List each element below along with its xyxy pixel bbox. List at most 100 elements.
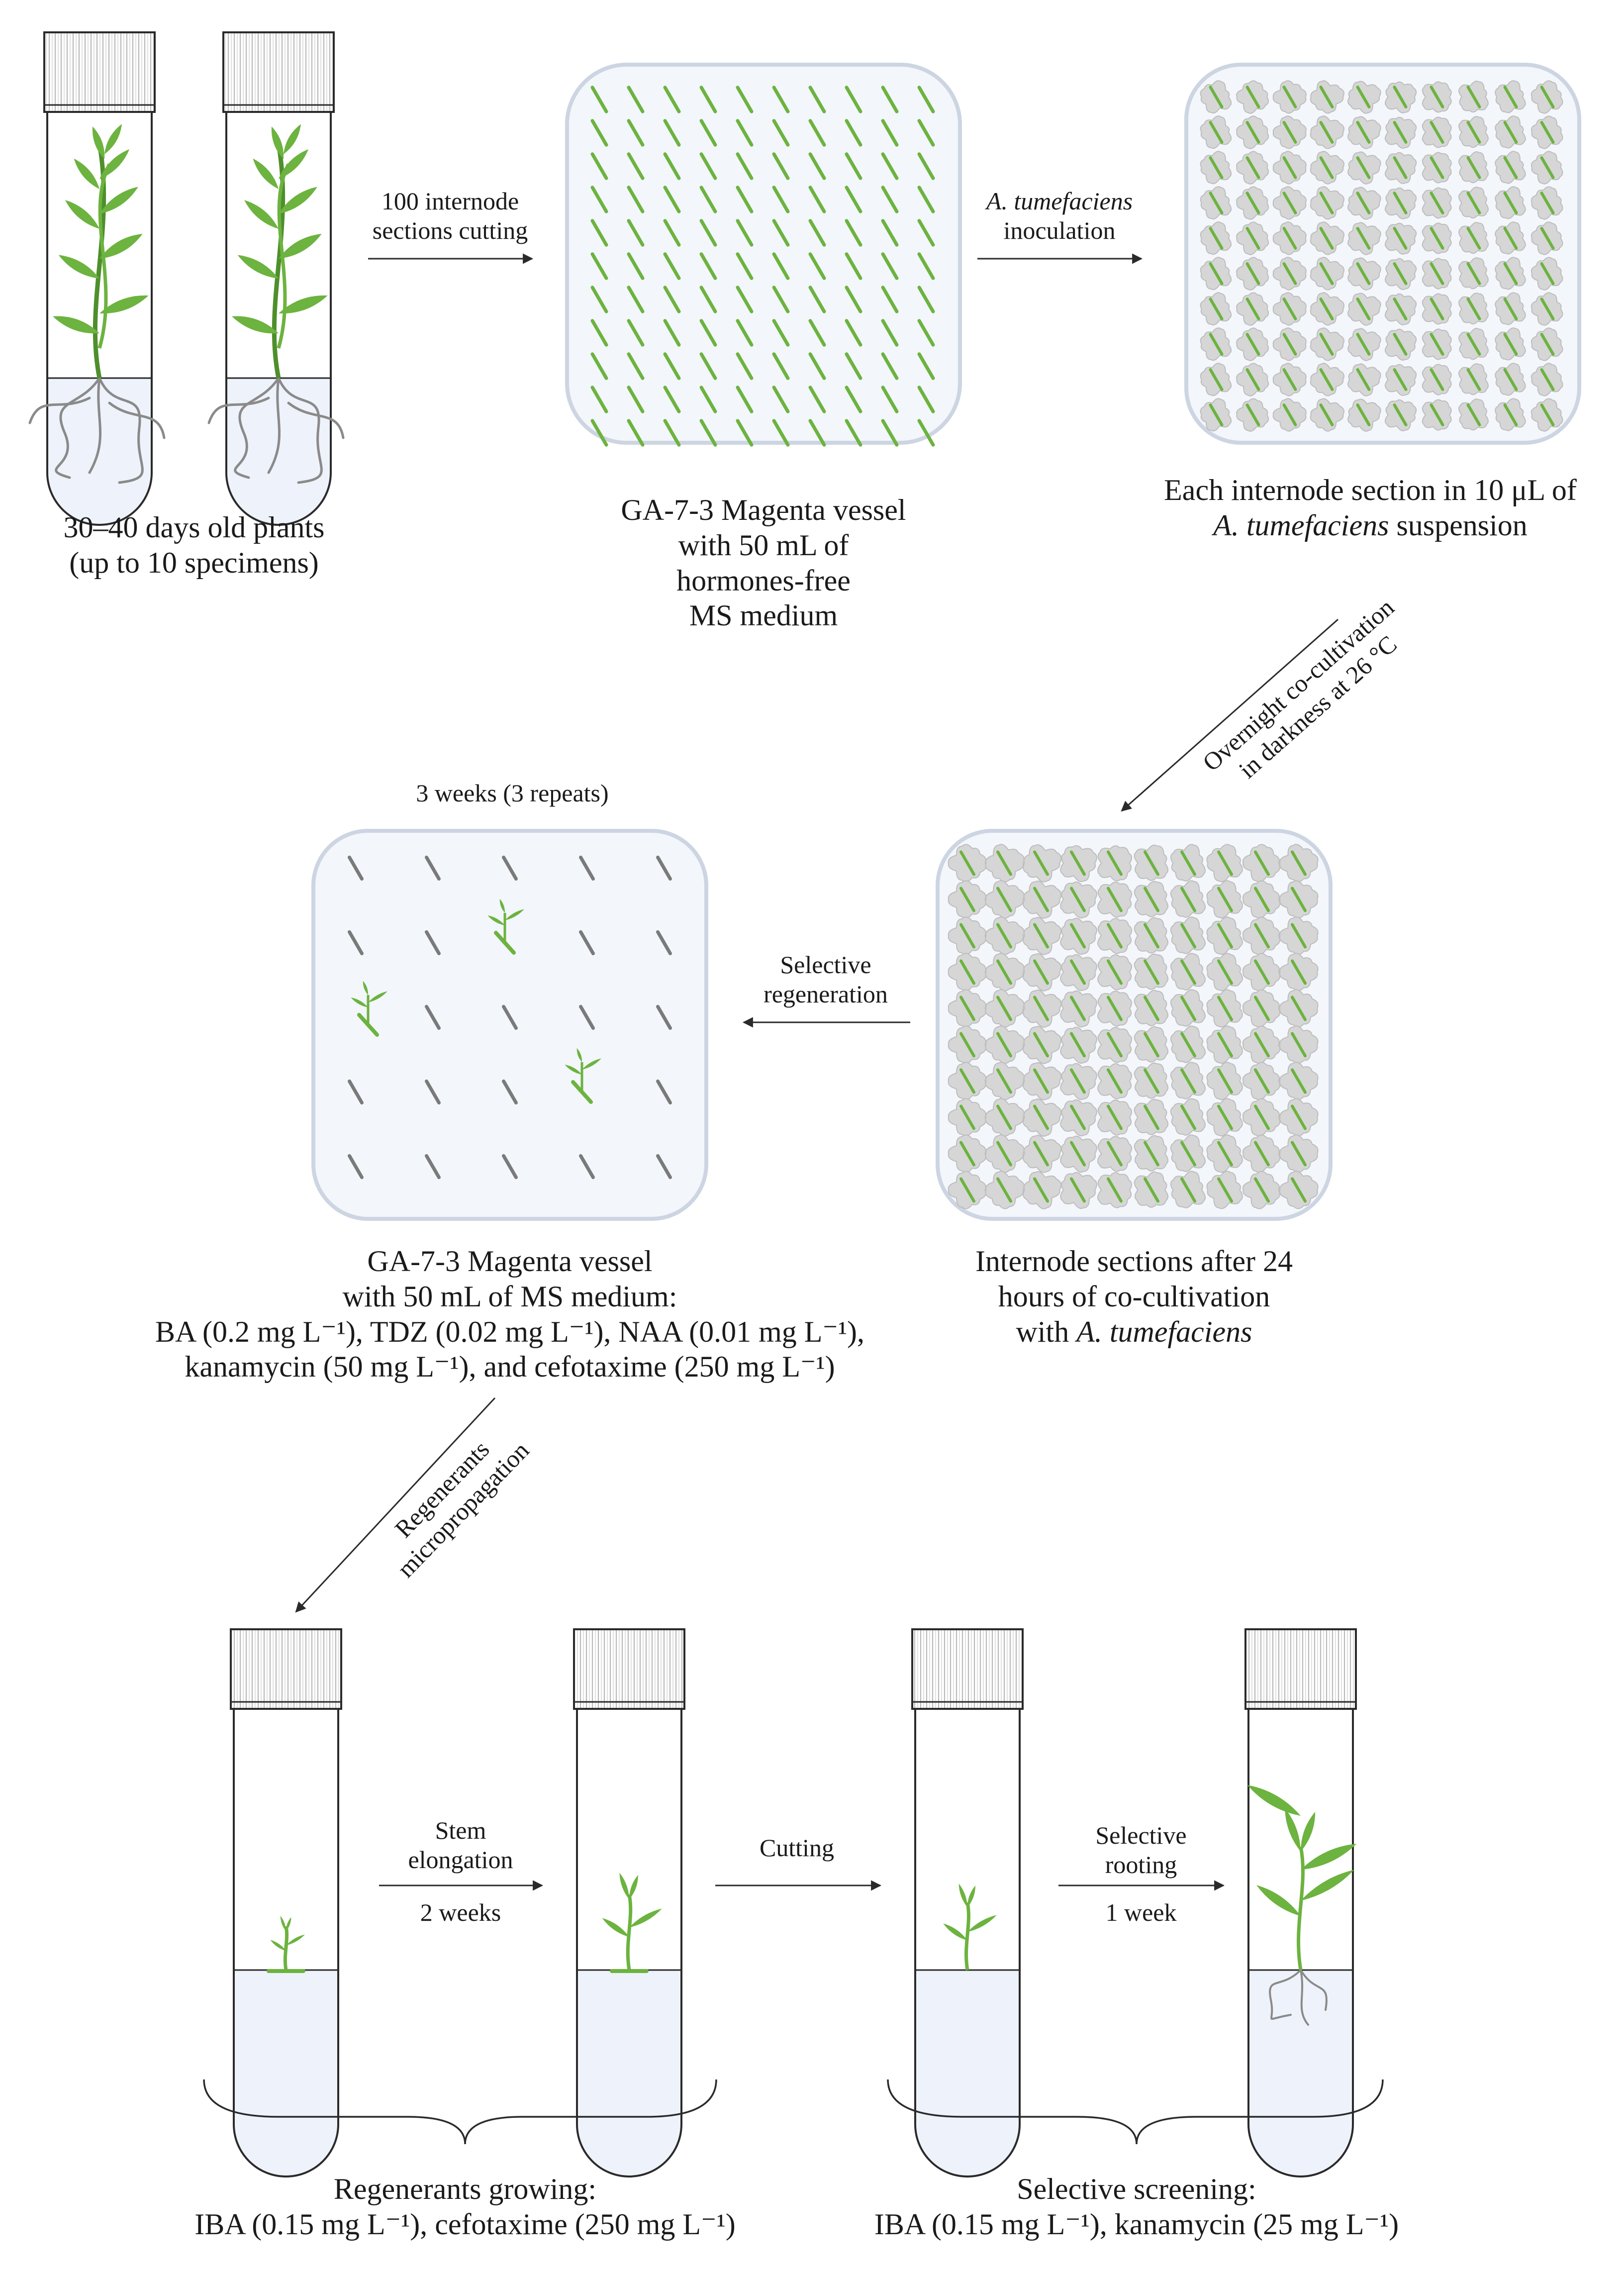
explant (699, 252, 717, 280)
explant (845, 286, 862, 313)
explant (1217, 1068, 1233, 1094)
explant (1430, 121, 1444, 144)
tube-body (46, 112, 153, 526)
explant (1466, 403, 1481, 426)
leaf (1301, 1844, 1357, 1870)
explant (772, 119, 790, 147)
explant (772, 286, 790, 313)
leaf (487, 915, 505, 925)
explant (1144, 1068, 1159, 1094)
explant (845, 352, 862, 380)
explant (1282, 86, 1297, 108)
explant (502, 1004, 518, 1030)
explant (959, 959, 975, 985)
arrow-micropropagation (295, 1397, 496, 1613)
group1-caption-line1: Regenerants growing: (333, 2173, 597, 2205)
explant (1356, 297, 1371, 320)
explant (1217, 1032, 1233, 1058)
explant (808, 386, 826, 413)
explant (1107, 1177, 1123, 1203)
explant (996, 887, 1012, 912)
arrow6-label-line2: elongation (408, 1846, 513, 1874)
explant (881, 252, 899, 280)
explant (1209, 333, 1224, 356)
explant (663, 386, 681, 413)
arrow2-label-line1: A. tumefaciens (986, 187, 1133, 215)
explant (1245, 192, 1260, 214)
step5-caption-line1: GA-7-3 Magenta vessel (367, 1245, 653, 1278)
explant (736, 219, 754, 247)
explant (808, 186, 826, 213)
explant (579, 1004, 595, 1030)
step1-caption: 30–40 days old plants (up to 10 specimen… (30, 510, 358, 581)
explant (1254, 923, 1270, 949)
leaf (505, 909, 524, 920)
step4-caption-line1: Internode sections after 24 (975, 1245, 1293, 1278)
explant (808, 219, 826, 247)
explant (1282, 192, 1297, 214)
explant (1540, 368, 1555, 391)
explant (845, 319, 862, 347)
root (1300, 1969, 1309, 2026)
step2-vessel (565, 63, 962, 447)
leaf (1285, 1808, 1301, 1852)
explant (1254, 1032, 1270, 1058)
explant (1180, 887, 1196, 912)
explant (1033, 923, 1049, 949)
tube-medium (1248, 1970, 1353, 2176)
explant (1180, 995, 1196, 1021)
explant (1033, 1068, 1049, 1094)
explant (1466, 368, 1481, 391)
explant (1217, 1104, 1233, 1130)
explant (881, 86, 899, 113)
explant (1282, 262, 1297, 285)
step3-caption-line2: A. tumefaciens suspension (1122, 508, 1619, 543)
explant (1393, 333, 1408, 356)
step5-caption: GA-7-3 Magenta vessel with 50 mL of MS m… (80, 1244, 940, 1385)
explant (1070, 1032, 1086, 1058)
explant (590, 119, 608, 147)
root (1269, 1969, 1302, 2020)
explant (1209, 297, 1224, 320)
explant (663, 419, 681, 447)
explant (663, 152, 681, 180)
explant (1291, 1177, 1307, 1203)
explant (1144, 1032, 1159, 1058)
step5-top-note: 3 weeks (3 repeats) (338, 779, 686, 808)
explant (1144, 959, 1159, 985)
explant (627, 119, 645, 147)
leaf (271, 126, 284, 159)
explant (663, 319, 681, 347)
explant (1209, 403, 1224, 426)
leaf (1301, 1870, 1354, 1901)
explant (1319, 262, 1334, 285)
explant (590, 86, 608, 113)
root (28, 396, 91, 424)
explant (1180, 1032, 1196, 1058)
leaf (279, 149, 309, 179)
explant (808, 419, 826, 447)
group2-caption-line1: Selective screening: (1017, 2173, 1256, 2205)
explant (996, 959, 1012, 985)
root (98, 377, 144, 484)
explant (736, 386, 754, 413)
explant (425, 1004, 441, 1030)
explant (1180, 850, 1196, 876)
step3-caption-suspension: suspension (1389, 508, 1528, 542)
explant (1393, 368, 1408, 391)
explant (845, 152, 862, 180)
explant (656, 855, 672, 881)
explant (736, 252, 754, 280)
arrow4-label-line1: Selective (780, 951, 871, 979)
explant (699, 119, 717, 147)
explant (425, 1079, 441, 1105)
explant (1033, 1032, 1049, 1058)
explant (1540, 297, 1555, 320)
explant (959, 1177, 975, 1203)
leaf (629, 1908, 662, 1928)
explant (845, 86, 862, 113)
explant (917, 386, 935, 413)
explant (1070, 1104, 1086, 1130)
explant (1245, 403, 1260, 426)
explant (917, 319, 935, 347)
